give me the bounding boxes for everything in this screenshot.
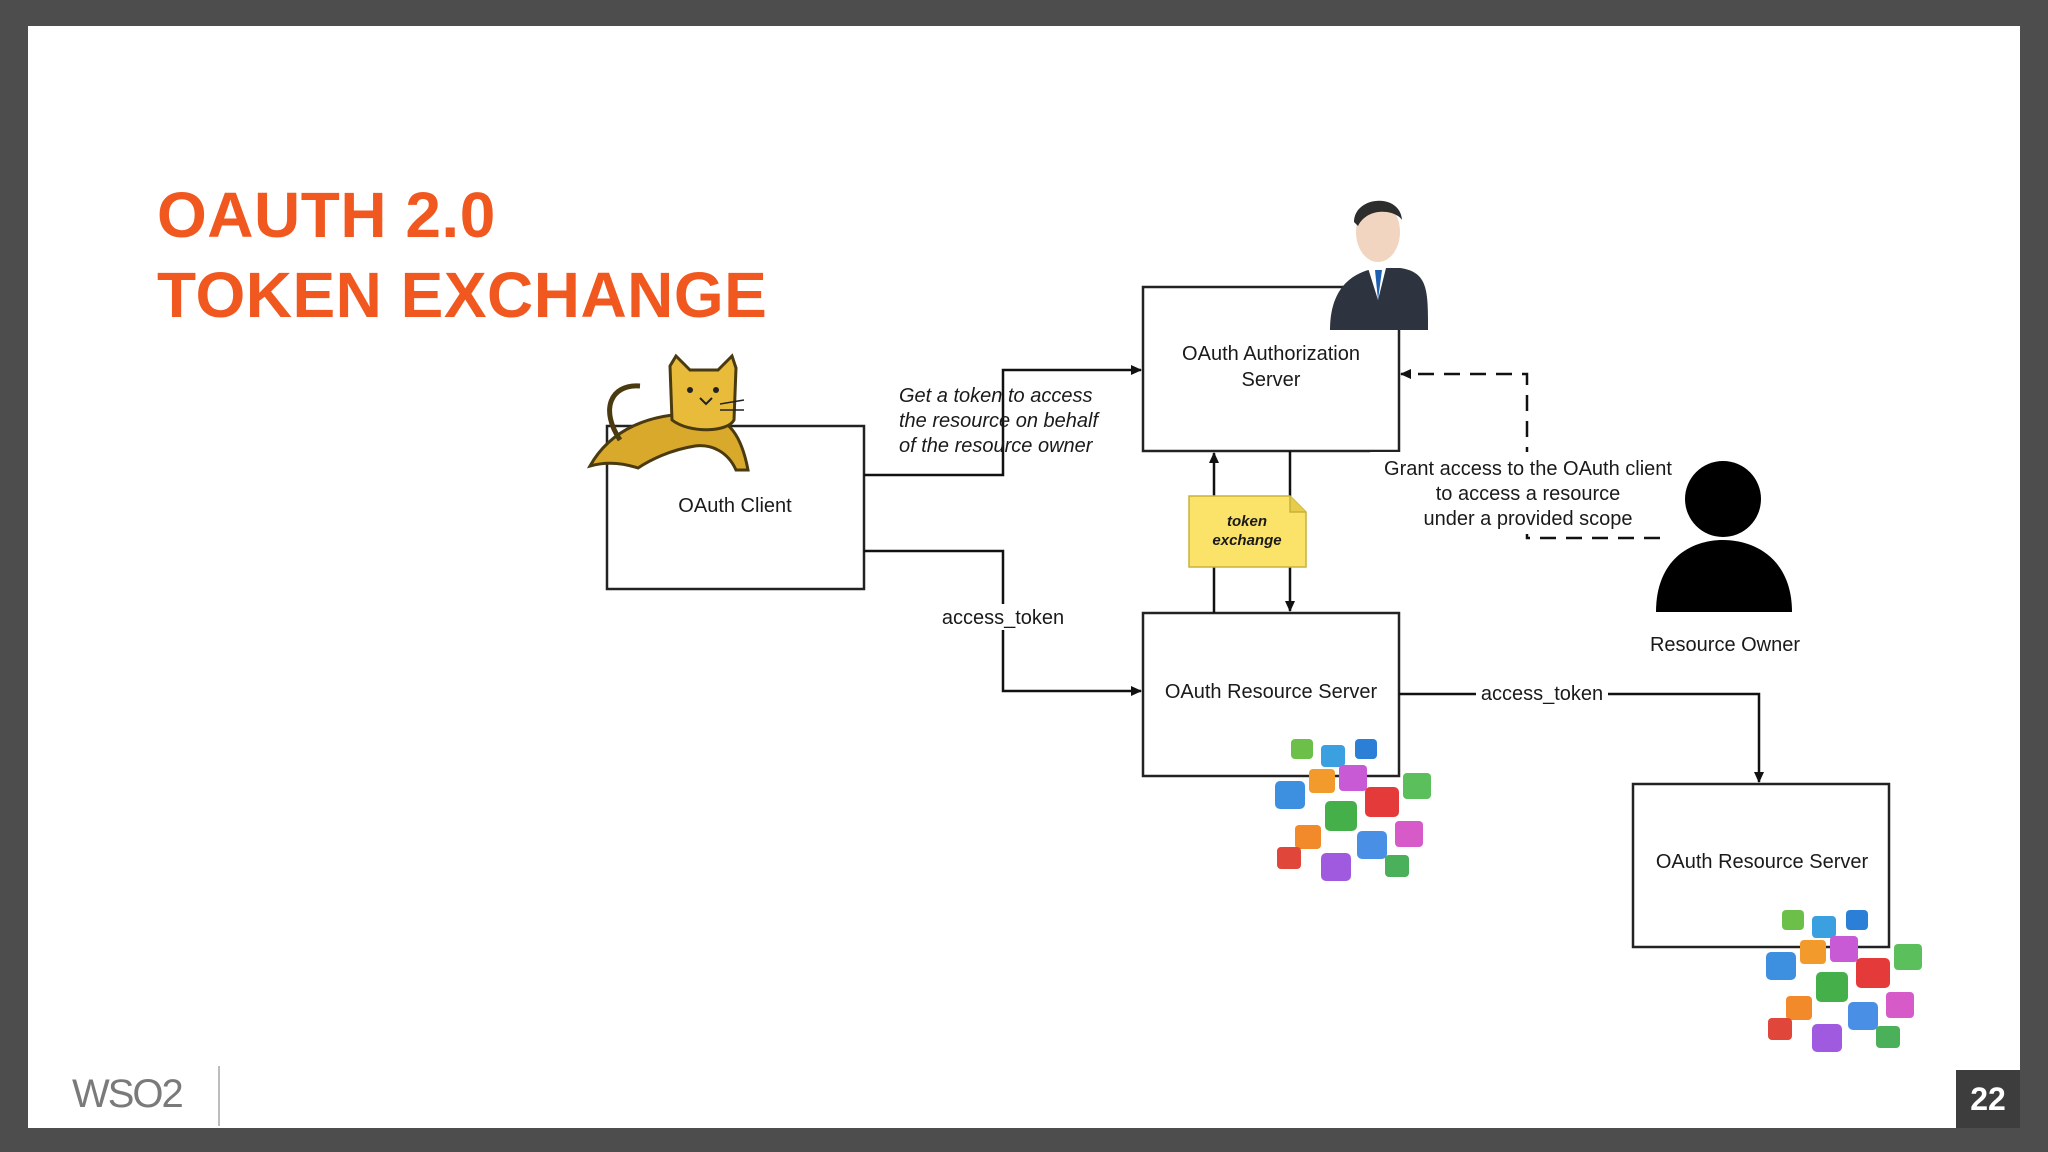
wso2-logo: WSO2 <box>72 1072 184 1116</box>
oauth-client-label: OAuth Client <box>678 495 792 517</box>
businessman-icon <box>1330 200 1428 330</box>
app-icons-cluster-icon <box>1275 739 1431 881</box>
app-icons-cluster-2-icon <box>1766 910 1922 1052</box>
get-token-label-line2: the resource on behalf <box>899 410 1100 432</box>
resource-server-2-label: OAuth Resource Server <box>1656 851 1869 873</box>
resource-owner-label: Resource Owner <box>1650 634 1800 656</box>
footer-divider <box>218 1066 220 1126</box>
auth-server-label-line1: OAuth Authorization <box>1182 343 1360 365</box>
person-silhouette-icon <box>1656 461 1792 612</box>
grant-label-line2: to access a resource <box>1436 483 1621 505</box>
get-token-label-line1: Get a token to access <box>899 385 1092 407</box>
token-exchange-note-line1: token <box>1227 513 1267 530</box>
get-token-label-line3: of the resource owner <box>899 435 1094 457</box>
access-token-label-2: access_token <box>1481 683 1603 705</box>
grant-label-line3: under a provided scope <box>1423 508 1632 530</box>
token-exchange-note: token exchange <box>1188 495 1307 568</box>
access-token-label-1: access_token <box>942 607 1064 629</box>
title-line-2: TOKEN EXCHANGE <box>157 259 768 331</box>
auth-server-label-line2: Server <box>1242 369 1301 391</box>
tomcat-icon <box>586 353 750 472</box>
resource-server-1-label: OAuth Resource Server <box>1165 681 1378 703</box>
grant-label-line1: Grant access to the OAuth client <box>1384 458 1672 480</box>
access-token-arrow-2 <box>1399 692 1764 783</box>
get-token-arrow <box>864 365 1142 477</box>
title-line-1: OAUTH 2.0 <box>157 179 496 251</box>
page-number: 22 <box>1956 1070 2020 1128</box>
token-exchange-note-line2: exchange <box>1212 532 1281 549</box>
slide-title: OAUTH 2.0 TOKEN EXCHANGE <box>157 175 767 335</box>
